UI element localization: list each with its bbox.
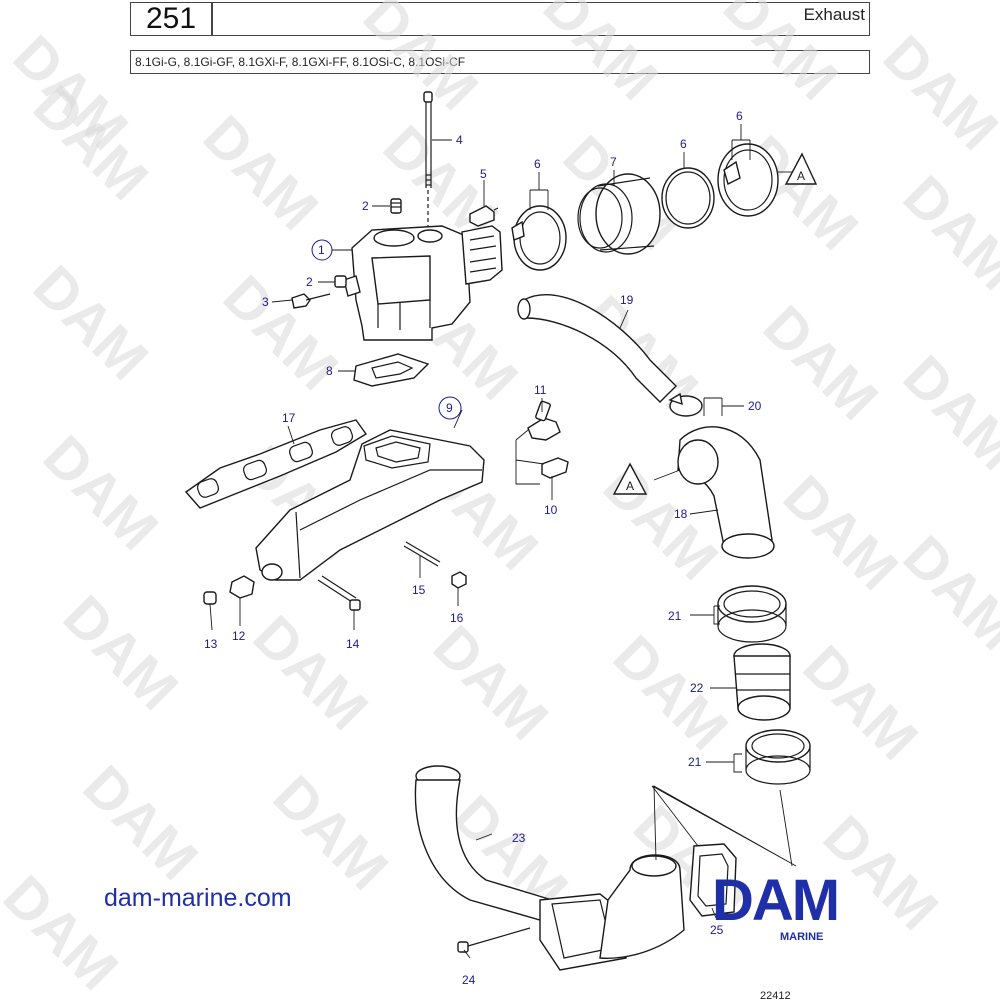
logo-sub: MARINE <box>780 931 823 943</box>
model-list: 8.1Gi-G, 8.1Gi-GF, 8.1GXi-F, 8.1GXi-FF, … <box>135 55 466 69</box>
website-link[interactable]: dam-marine.com <box>104 884 292 912</box>
callout-15: 15 <box>412 583 426 597</box>
callout-6-right: 6 <box>736 109 743 123</box>
watermark: DAM <box>891 523 1000 662</box>
drawing-number: 22412 <box>760 990 791 1002</box>
reference-triangle-a-top <box>784 152 818 185</box>
part-2-plug-side <box>334 275 347 288</box>
watermark: DAM <box>751 293 890 432</box>
part-24-bolt <box>457 927 531 953</box>
callout-22: 22 <box>690 681 704 695</box>
callout-9: 9 <box>446 401 453 415</box>
part-22-coupling <box>733 643 791 721</box>
part-18-elbow <box>677 426 775 559</box>
callout-25: 25 <box>710 923 724 937</box>
leader-lines <box>209 124 797 959</box>
callout-14: 14 <box>346 637 360 651</box>
callout-2-top: 2 <box>362 199 369 213</box>
reference-a-top: A <box>797 169 805 183</box>
models-box: 8.1Gi-G, 8.1Gi-GF, 8.1GXi-F, 8.1GXi-FF, … <box>130 50 870 74</box>
part-20-clamp <box>668 392 703 417</box>
part-6-clamp-left <box>511 205 567 271</box>
callout-labels: 1 2 2 3 4 5 6 6 6 7 8 9 10 11 12 13 14 1… <box>204 109 818 987</box>
watermark: DAM <box>51 583 190 722</box>
reference-a-mid: A <box>626 479 634 493</box>
reference-triangle-a-mid <box>612 462 648 495</box>
part-5-sensor <box>469 205 499 227</box>
callout-7: 7 <box>610 155 617 169</box>
watermark: DAM <box>261 763 400 902</box>
part-25-gasket <box>689 843 737 917</box>
callout-18: 18 <box>674 507 688 521</box>
callout-23: 23 <box>512 831 526 845</box>
callout-24: 24 <box>462 973 476 987</box>
part-11-sensor <box>527 400 561 441</box>
part-21-clamp-lower <box>745 729 811 785</box>
callout-11: 11 <box>534 383 547 397</box>
part-8-gasket <box>353 353 430 387</box>
callout-1: 1 <box>318 243 325 257</box>
part-2-plug-top <box>390 198 402 214</box>
part-14-bolt <box>317 575 361 611</box>
callout-2-side: 2 <box>306 275 313 289</box>
watermark: DAM <box>771 463 910 602</box>
callout-21-upper: 21 <box>668 609 682 623</box>
callout-8: 8 <box>326 364 333 378</box>
part-23-pipe <box>414 765 685 971</box>
callout-17: 17 <box>282 411 296 425</box>
part-10-plug <box>541 457 569 479</box>
part-12-fitting <box>229 575 255 599</box>
part-13-plug <box>203 591 217 605</box>
callout-13: 13 <box>204 637 218 651</box>
part-21-clamp-upper <box>717 585 787 643</box>
callout-21-lower: 21 <box>688 755 702 769</box>
watermark: DAM <box>711 0 850 113</box>
part-7-sleeve <box>577 173 661 255</box>
watermark: DAM <box>421 613 560 752</box>
watermark: DAM <box>21 253 160 392</box>
title-box: Exhaust <box>212 2 870 36</box>
watermark: DAM <box>891 343 1000 482</box>
callout-6-left: 6 <box>534 157 541 171</box>
part-15-stud <box>403 541 441 567</box>
part-3-fitting <box>291 293 331 309</box>
callout-4: 4 <box>456 133 463 147</box>
part-6-clamp-right <box>717 143 779 217</box>
watermark: DAM <box>601 623 740 762</box>
watermark: DAM <box>791 633 930 772</box>
callout-5: 5 <box>480 167 487 181</box>
part-17-manifold-gasket <box>184 419 368 509</box>
callout-10: 10 <box>544 503 558 517</box>
part-6-clamp-middle <box>661 167 715 229</box>
callout-6-middle: 6 <box>680 137 687 151</box>
callout-19: 19 <box>620 293 634 307</box>
watermark: DAM <box>71 753 210 892</box>
watermark: DAM <box>241 603 380 742</box>
watermark: DAM <box>891 163 1000 302</box>
watermark: DAM <box>191 103 330 242</box>
watermark: DAM <box>211 263 350 402</box>
logo-text: DAM <box>712 868 838 933</box>
page-number: 251 <box>130 2 212 36</box>
callout-16: 16 <box>450 611 464 625</box>
watermark: DAM <box>31 423 170 562</box>
page-title: Exhaust <box>803 5 865 24</box>
part-1-riser <box>343 225 503 341</box>
dam-logo: DAM MARINE <box>712 868 840 943</box>
watermark: DAM <box>871 23 1000 162</box>
part-9-manifold <box>255 429 485 581</box>
callout-20: 20 <box>748 399 762 413</box>
watermark: DAM <box>351 0 490 123</box>
part-16-nut <box>451 571 467 589</box>
part-19-hose <box>517 294 677 403</box>
callout-3: 3 <box>262 295 269 309</box>
watermark: DAM <box>531 0 670 113</box>
callout-12: 12 <box>232 629 246 643</box>
